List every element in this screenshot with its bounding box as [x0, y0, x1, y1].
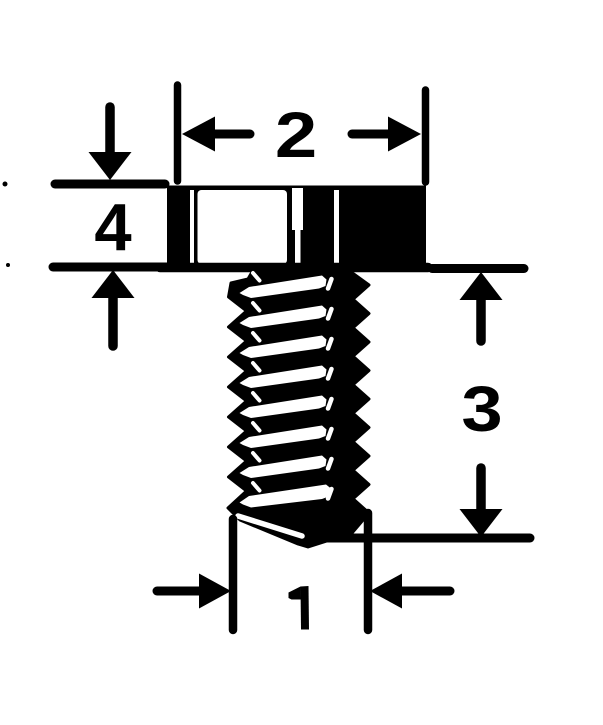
svg-text:3: 3	[461, 373, 502, 445]
svg-text:2: 2	[275, 99, 317, 171]
svg-text:4: 4	[94, 191, 131, 266]
